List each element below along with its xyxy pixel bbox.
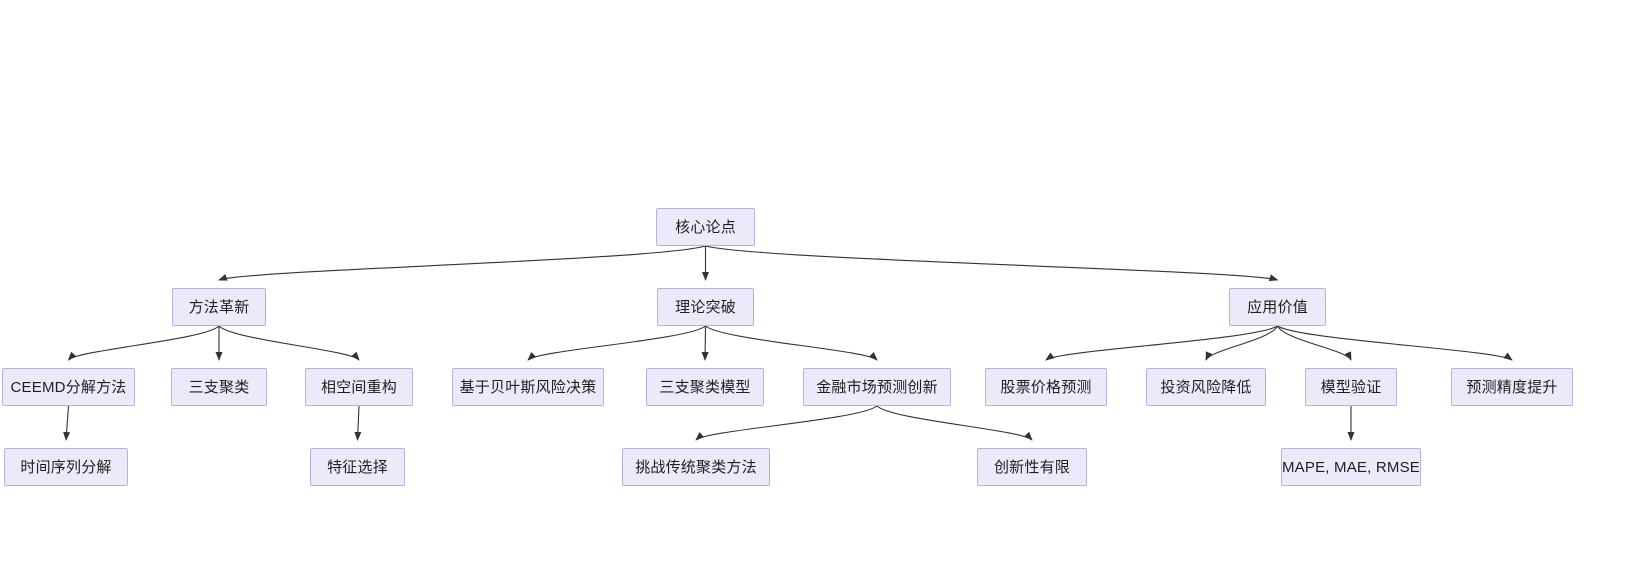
- flowchart-node-label: 理论突破: [675, 298, 736, 316]
- flowchart-node-label: 预测精度提升: [1466, 378, 1558, 396]
- flowchart-node[interactable]: 创新性有限: [977, 448, 1087, 486]
- flowchart-node[interactable]: 特征选择: [310, 448, 405, 486]
- flowchart-edge: [1277, 325, 1352, 361]
- flowchart-node[interactable]: 三支聚类模型: [646, 368, 764, 406]
- flowchart-node-label: 金融市场预测创新: [816, 378, 938, 396]
- flowchart-node[interactable]: 方法革新: [172, 288, 266, 326]
- flowchart-node[interactable]: 理论突破: [657, 288, 754, 326]
- flowchart-node[interactable]: 模型验证: [1305, 368, 1397, 406]
- flowchart-node-label: 投资风险降低: [1160, 378, 1252, 396]
- flowchart-node[interactable]: 金融市场预测创新: [803, 368, 951, 406]
- flowchart-node[interactable]: CEEMD分解方法: [2, 368, 135, 406]
- flowchart-node-label: MAPE, MAE, RMSE: [1281, 458, 1421, 476]
- flowchart-edge: [701, 325, 709, 361]
- flowchart-edge: [63, 405, 71, 441]
- flowchart-node-label: 创新性有限: [993, 458, 1070, 476]
- flowchart-node-label: 挑战传统聚类方法: [635, 458, 757, 476]
- flowchart-node[interactable]: 基于贝叶斯风险决策: [452, 368, 604, 406]
- flowchart-node[interactable]: 挑战传统聚类方法: [622, 448, 770, 486]
- flowchart-node-label: 特征选择: [327, 458, 388, 476]
- flowchart-edge: [695, 405, 878, 441]
- flowchart-edge: [876, 405, 1033, 441]
- flowchart-node[interactable]: 应用价值: [1229, 288, 1326, 326]
- flowchart-node-label: 基于贝叶斯风险决策: [459, 378, 597, 396]
- flowchart-node-label: 应用价值: [1247, 298, 1308, 316]
- flowchart-node[interactable]: 投资风险降低: [1146, 368, 1266, 406]
- flowchart-edge: [1045, 325, 1278, 361]
- flowchart-node-label: 相空间重构: [320, 378, 397, 396]
- flowchart-node[interactable]: 时间序列分解: [4, 448, 128, 486]
- flowchart-node[interactable]: MAPE, MAE, RMSE: [1281, 448, 1421, 486]
- flowchart-edge: [527, 325, 706, 361]
- flowchart-edge: [705, 245, 1279, 282]
- flowchart-edge: [354, 405, 362, 441]
- flowchart-node-label: 股票价格预测: [1000, 378, 1092, 396]
- flowchart-edge: [67, 325, 220, 361]
- flowchart-edge: [1205, 325, 1278, 361]
- flowchart-edge: [218, 325, 360, 361]
- flowchart-node[interactable]: 相空间重构: [305, 368, 413, 406]
- flowchart-node[interactable]: 核心论点: [656, 208, 755, 246]
- flowchart-node[interactable]: 预测精度提升: [1451, 368, 1573, 406]
- flowchart-node-label: 方法革新: [188, 298, 250, 316]
- flowchart-node[interactable]: 三支聚类: [171, 368, 267, 406]
- flowchart-node[interactable]: 股票价格预测: [985, 368, 1107, 406]
- flowchart-node-label: 时间序列分解: [20, 458, 112, 476]
- flowchart-edge: [218, 245, 706, 281]
- flowchart-edge: [705, 325, 878, 361]
- flowchart-node-label: 三支聚类: [188, 378, 250, 396]
- edge-paths: [63, 245, 1513, 441]
- flowchart-edge: [1277, 325, 1513, 361]
- flowchart-node-label: 核心论点: [675, 218, 736, 236]
- flowchart-node-label: CEEMD分解方法: [10, 378, 127, 396]
- flowchart-node-label: 模型验证: [1320, 378, 1382, 396]
- flowchart-node-label: 三支聚类模型: [659, 378, 751, 396]
